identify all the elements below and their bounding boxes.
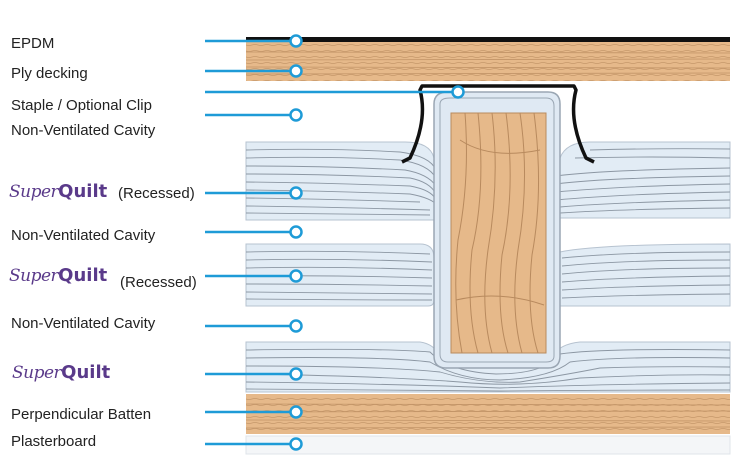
superquilt-logo-top: SuperQuilt	[9, 181, 107, 204]
staple-clip	[401, 84, 595, 164]
superquilt-super: Super	[9, 182, 59, 202]
label-perpendicular-batten: Perpendicular Batten	[11, 406, 152, 423]
superquilt-logo-bottom: SuperQuilt	[12, 362, 110, 385]
superquilt-quilt: Quilt	[61, 362, 111, 383]
superquilt-logo-middle: SuperQuilt	[9, 265, 107, 288]
label-plasterboard: Plasterboard	[11, 433, 97, 450]
label-ply-decking: Ply decking	[11, 65, 88, 82]
recessed-note-top: (Recessed)	[118, 185, 195, 202]
timber-rafter	[450, 112, 547, 354]
label-epdm: EPDM	[11, 35, 55, 52]
recessed-note-middle: (Recessed)	[120, 274, 197, 291]
label-cavity-top: Non-Ventilated Cavity	[11, 122, 156, 139]
plasterboard-layer	[245, 435, 731, 455]
superquilt-quilt: Quilt	[58, 181, 108, 202]
superquilt-layer-middle	[245, 243, 731, 307]
superquilt-super: Super	[12, 363, 62, 383]
ply-decking-layer	[245, 41, 731, 81]
leader-lines	[205, 34, 465, 451]
label-cavity-bottom: Non-Ventilated Cavity	[11, 315, 156, 332]
label-staple-clip: Staple / Optional Clip	[11, 97, 152, 114]
superquilt-super: Super	[9, 266, 59, 286]
superquilt-layer-bottom	[245, 341, 731, 393]
label-cavity-middle: Non-Ventilated Cavity	[11, 227, 156, 244]
superquilt-quilt: Quilt	[58, 265, 108, 286]
epdm-membrane	[246, 37, 730, 42]
perpendicular-batten-layer	[245, 394, 731, 434]
